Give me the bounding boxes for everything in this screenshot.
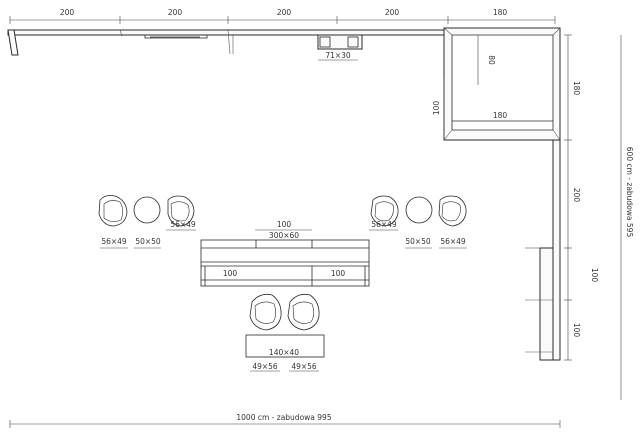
top-wall: 71×30	[7, 29, 451, 61]
chair-group-right: 56×49 50×50 56×49	[369, 195, 467, 249]
dim-room-inner-w: 180	[493, 111, 508, 120]
overall-height: 600 cm - zabudowa 595	[620, 35, 634, 400]
dim-chair-r2: 50×50	[405, 237, 431, 246]
dim-chair-l2: 50×50	[135, 237, 161, 246]
lounge-group: 140×40 49×56 49×56	[245, 293, 325, 372]
dim-top-5: 180	[493, 8, 508, 17]
dim-top-3: 200	[277, 8, 292, 17]
corner-room: 180 80 100	[432, 27, 561, 141]
chair-l1	[98, 195, 128, 227]
dim-total-width: 1000 cm - zabudowa 995	[236, 413, 331, 422]
chair-r2	[405, 196, 433, 224]
dim-room-left-h: 100	[432, 101, 441, 116]
dim-table-right: 100	[331, 269, 346, 278]
dim-table-left: 100	[223, 269, 238, 278]
chair-group-left: 56×49 56×49 50×50	[98, 195, 196, 249]
dim-chair-r3: 56×49	[440, 237, 466, 246]
dim-chair-r1: 56×49	[371, 220, 397, 229]
dim-total-height: 600 cm - zabudowa 595	[625, 147, 634, 238]
dim-armchair-1: 49×56	[252, 362, 278, 371]
dim-table-main: 300×60	[269, 231, 299, 240]
dim-niche: 71×30	[325, 51, 351, 60]
chair-l2	[133, 196, 161, 224]
dim-right-200: 200	[572, 188, 581, 203]
dim-top-1: 200	[60, 8, 75, 17]
armchair-1	[249, 293, 282, 331]
chair-r3	[438, 195, 467, 227]
dim-top-4: 200	[385, 8, 400, 17]
armchair-2	[287, 293, 320, 331]
dim-room-inner-h: 80	[487, 55, 496, 65]
dim-room-outer-h: 180	[572, 81, 581, 96]
dim-top-2: 200	[168, 8, 183, 17]
overall-width: 1000 cm - zabudowa 995	[9, 413, 561, 428]
dim-right-100a: 100	[590, 268, 599, 283]
chair-l3	[167, 195, 195, 227]
dim-right-100b: 100	[572, 323, 581, 338]
dim-table-top: 100	[277, 220, 292, 229]
dim-low-table: 140×40	[269, 348, 299, 357]
dim-chair-l1: 56×49	[101, 237, 127, 246]
dim-armchair-2: 49×56	[291, 362, 317, 371]
niche	[317, 34, 363, 50]
dim-chair-l3: 56×49	[170, 220, 196, 229]
main-table: 100 300×60 100 100	[200, 220, 370, 287]
chair-r1	[370, 195, 399, 227]
right-wall: 180 200 100 100	[525, 34, 599, 361]
top-dimension-chain: 200 200 200 200 180	[9, 8, 556, 24]
